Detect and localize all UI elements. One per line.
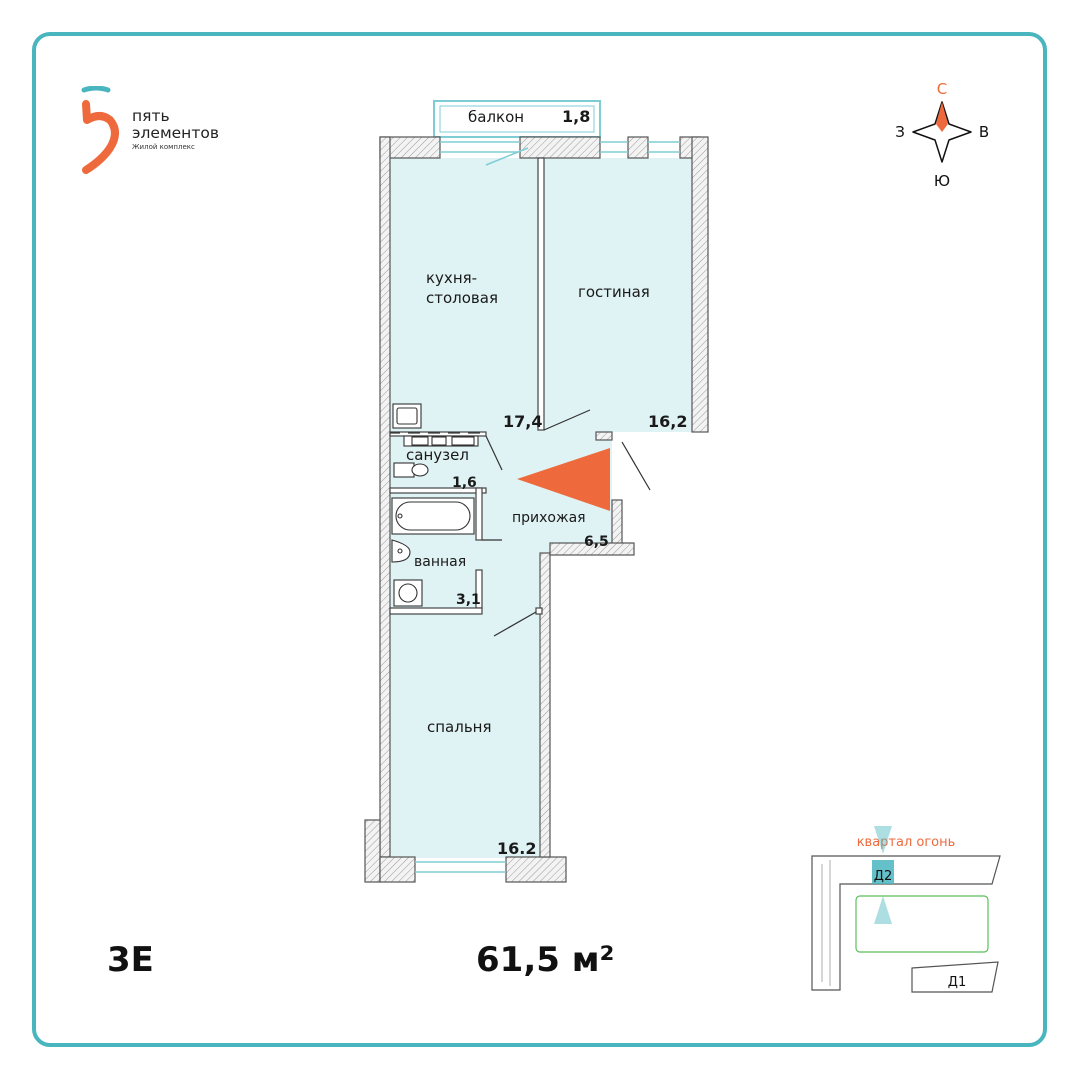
exterior-walls	[364, 136, 709, 883]
kitchen-sink-icon	[392, 403, 422, 429]
view-direction-bottom-icon	[874, 896, 892, 924]
doors	[390, 409, 651, 637]
viewpoint-marker-icon	[517, 448, 610, 511]
washing-machine-icon	[393, 579, 423, 607]
kitchen-label-line1: кухня-	[426, 269, 477, 287]
interior-walls	[389, 157, 545, 615]
compass-south-label: Ю	[934, 172, 950, 190]
toilet-icon	[393, 462, 429, 478]
district-label: квартал огонь	[857, 835, 956, 850]
building-d1-outline	[911, 961, 999, 993]
living-label: гостиная	[578, 283, 650, 301]
living-area: 16,2	[648, 412, 687, 431]
bath-label: ванная	[414, 554, 466, 570]
hall-area: 6,5	[584, 534, 609, 550]
site-plan-map: квартал огонь Д2 Д1	[811, 826, 1001, 993]
compass-rose-icon: С Ю З В	[895, 80, 989, 190]
windows	[415, 141, 680, 873]
fixtures	[391, 403, 479, 607]
balcony-area: 1,8	[562, 107, 590, 126]
brand-name-line1: пять	[132, 107, 170, 125]
bath-sink-icon	[391, 539, 411, 563]
building-d2-label: Д2	[874, 869, 892, 884]
building-d2-highlight	[872, 860, 894, 884]
building-d1-label: Д1	[948, 975, 966, 990]
wc-label: санузел	[406, 446, 469, 464]
five-elements-logo-icon	[81, 86, 119, 174]
building-block-outline	[811, 855, 1001, 991]
view-direction-top-icon	[874, 826, 892, 854]
brand-logo: пять элементов Жилой комплекс	[80, 86, 280, 182]
brand-subtitle: Жилой комплекс	[132, 143, 195, 151]
kitchen-area: 17,4	[503, 412, 542, 431]
bedroom-label: спальня	[427, 718, 492, 736]
hall-label: прихожая	[512, 510, 586, 526]
compass-west-label: З	[895, 123, 905, 141]
bathtub-icon	[391, 497, 475, 535]
balcony-label: балкон	[468, 108, 524, 126]
kitchen-label-line2: столовая	[426, 289, 498, 307]
total-area: 61,5 м²	[476, 940, 615, 980]
balcony	[433, 100, 601, 138]
bath-area: 3,1	[456, 592, 481, 608]
brand-name-line2: элементов	[132, 124, 219, 142]
brand-name: пять элементов	[132, 108, 219, 142]
compass-east-label: В	[979, 123, 989, 141]
page-frame	[32, 32, 1047, 1047]
wc-area: 1,6	[452, 475, 477, 491]
bedroom-area: 16.2	[497, 839, 536, 858]
courtyard	[855, 895, 989, 953]
compass-north-label: С	[937, 80, 947, 98]
wc-shelf-icon	[403, 435, 479, 447]
room-fills	[390, 158, 692, 858]
unit-type: 3Е	[107, 940, 154, 980]
